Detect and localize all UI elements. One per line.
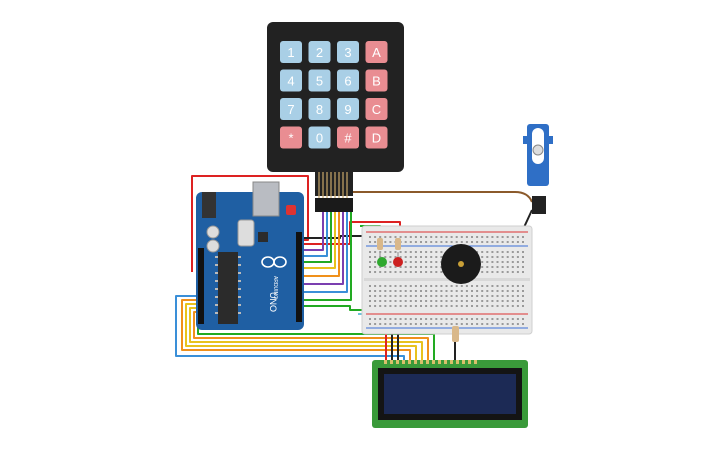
digital-header xyxy=(296,232,302,322)
keypad-key-digit xyxy=(337,69,359,92)
keypad-key-label: D xyxy=(372,131,381,146)
keypad-key-label: 0 xyxy=(316,131,323,146)
keypad-key-label: 8 xyxy=(316,102,323,117)
breadboard xyxy=(361,225,533,342)
micro-servo xyxy=(523,124,553,214)
piezo-buzzer xyxy=(441,244,481,284)
keypad-key-label: 2 xyxy=(316,45,323,60)
resistor xyxy=(377,238,401,250)
keypad-key-label: # xyxy=(344,131,352,146)
keypad-key-symbol xyxy=(280,126,302,149)
power-jack xyxy=(202,192,216,218)
keypad-key-label: C xyxy=(372,102,381,117)
keypad-key-symbol xyxy=(365,98,388,120)
keypad-key-symbol xyxy=(365,69,388,92)
lcd-screen xyxy=(384,374,516,414)
keypad-key-label: B xyxy=(372,74,381,89)
keypad-key-label: 6 xyxy=(344,74,351,89)
lcd-resistor xyxy=(452,326,459,342)
servo-connector xyxy=(532,196,546,214)
keypad-key-digit xyxy=(308,98,331,120)
keypad-key-label: A xyxy=(372,45,381,60)
keypad-connector xyxy=(315,198,353,212)
keypad-key-label: 5 xyxy=(316,74,323,89)
keypad-key-label: 9 xyxy=(344,102,351,117)
reset-button xyxy=(286,205,296,215)
infinity-logo-icon xyxy=(261,256,287,268)
keypad-key-symbol xyxy=(337,126,359,149)
analog-header xyxy=(198,248,204,324)
keypad-key-digit xyxy=(337,98,359,120)
red-led xyxy=(393,252,403,267)
arduino-brand-label: ARDUINO xyxy=(272,276,278,299)
atmega-chip xyxy=(218,252,238,324)
keypad-key-digit xyxy=(337,41,359,63)
arduino-model-label: UNO xyxy=(268,292,278,312)
green-led xyxy=(377,252,387,267)
keypad-key-digit xyxy=(308,126,331,149)
lcd-16x2 xyxy=(372,360,528,428)
keypad-key-digit xyxy=(280,69,302,92)
keypad-key-digit xyxy=(280,41,302,63)
keypad-key-label: 7 xyxy=(287,102,294,117)
usb-port xyxy=(252,181,280,217)
keypad-key-label: * xyxy=(288,131,293,146)
arduino-uno-board: ARDUINO UNO xyxy=(196,181,304,330)
keypad-key-label: 1 xyxy=(287,45,294,60)
keypad-key-label: 3 xyxy=(344,45,351,60)
keypad-4x4: 1 2 3 A 4 5 6 B 7 8 9 C * 0 # D xyxy=(267,22,404,212)
keypad-key-digit xyxy=(308,69,331,92)
keypad-key-digit xyxy=(308,41,331,63)
keypad-key-symbol xyxy=(365,41,388,63)
keypad-key-symbol xyxy=(365,126,388,149)
keypad-key-label: 4 xyxy=(287,74,294,89)
keypad-key-digit xyxy=(280,98,302,120)
keypad-keys: 1 2 3 A 4 5 6 B 7 8 9 C * 0 # D xyxy=(280,41,388,149)
